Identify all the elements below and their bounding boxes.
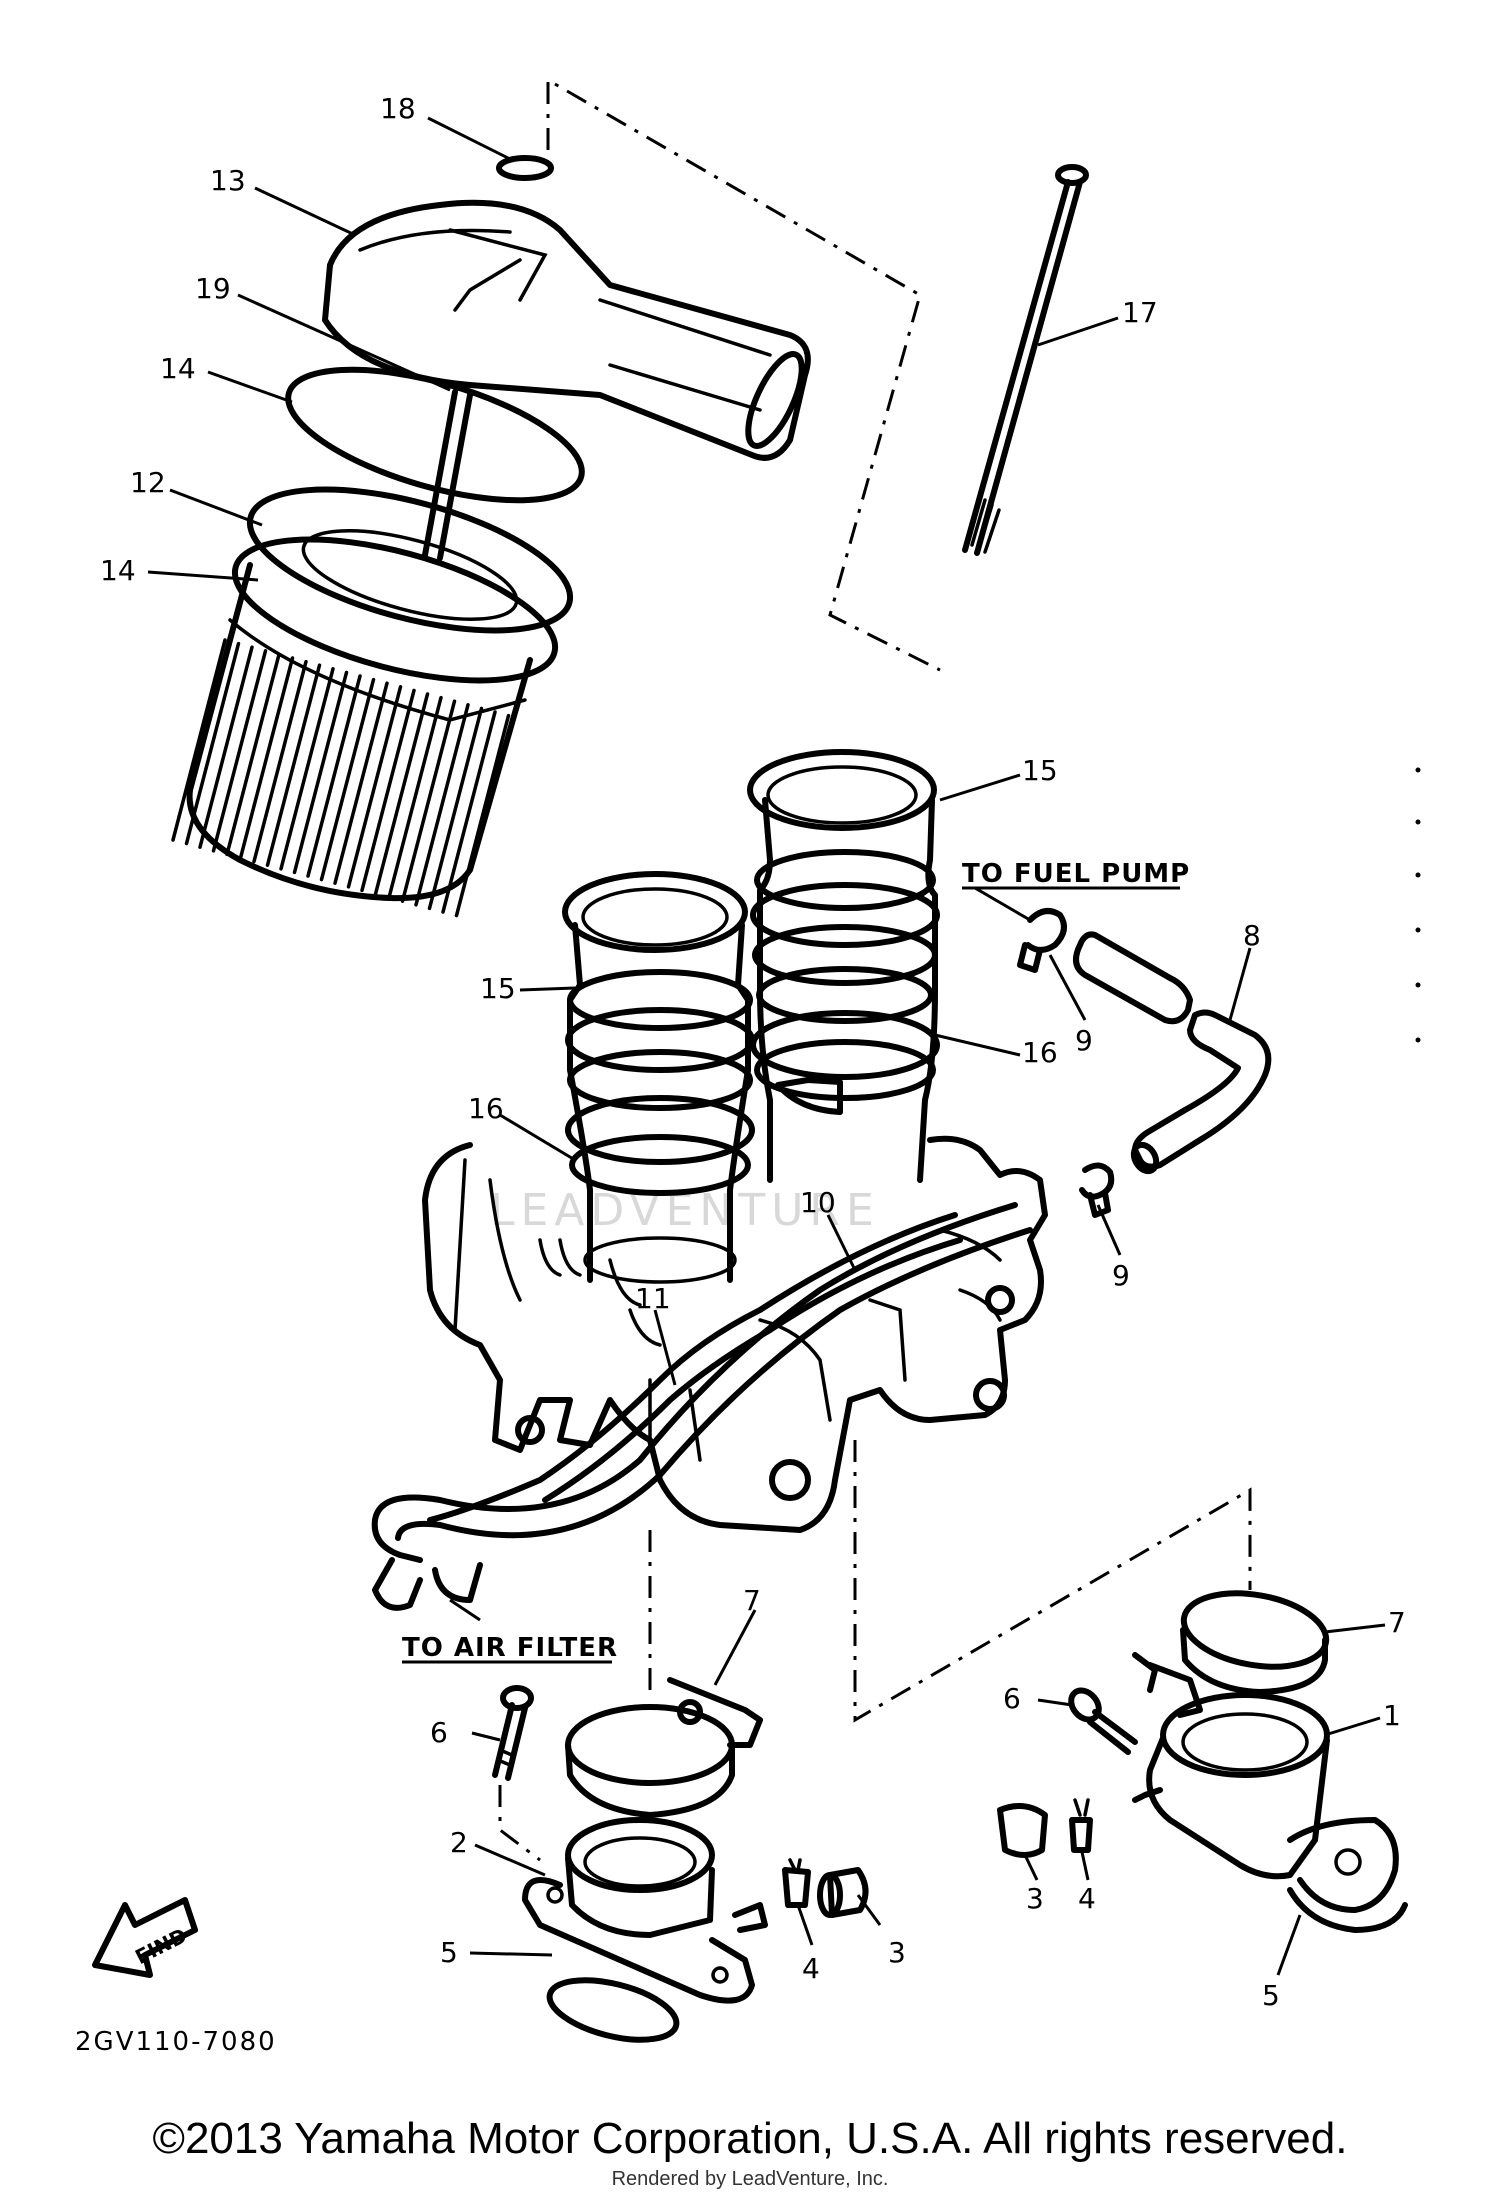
joint-clamp bbox=[565, 1677, 763, 1818]
note-leader bbox=[449, 1598, 481, 1622]
air-filter-element bbox=[171, 486, 574, 918]
callout-12: 12 bbox=[130, 466, 166, 499]
callout-16: 16 bbox=[468, 1092, 504, 1125]
callout-8: 8 bbox=[1243, 919, 1261, 952]
callout-7: 7 bbox=[1388, 1606, 1406, 1639]
filter-pleat bbox=[400, 699, 457, 903]
callout-7: 7 bbox=[743, 1584, 761, 1617]
filter-pleat bbox=[360, 688, 416, 893]
clip bbox=[782, 1858, 811, 1908]
filter-pleat bbox=[252, 659, 308, 864]
filter-pleat bbox=[346, 685, 403, 889]
filter-pleat bbox=[414, 703, 470, 907]
o-ring-part bbox=[546, 1977, 680, 2043]
edge-marks bbox=[1415, 767, 1421, 1043]
callout-4: 4 bbox=[802, 1952, 820, 1985]
callout-6: 6 bbox=[430, 1716, 448, 1749]
assembly-line bbox=[498, 1785, 541, 1862]
svg-text:FIND: FIND bbox=[131, 1923, 190, 1969]
screw bbox=[1068, 1687, 1138, 1755]
callout-labels: 18 13 19 14 12 14 17 15 15 16 16 8 9 9 1… bbox=[100, 92, 1406, 2012]
vent-hoses bbox=[371, 1202, 1033, 1611]
carburetor-joint bbox=[522, 1817, 768, 2004]
assembly-line bbox=[546, 77, 941, 672]
hose-clip bbox=[1017, 908, 1067, 973]
rendered-by-notice: Rendered by LeadVenture, Inc. bbox=[611, 2168, 889, 2190]
air-cleaner-case bbox=[322, 199, 811, 461]
cap bbox=[817, 1867, 869, 1918]
note-leader bbox=[974, 886, 1031, 922]
callout-9: 9 bbox=[1112, 1259, 1130, 1292]
find-arrow-icon: FIND bbox=[92, 1897, 198, 1978]
hose-clip bbox=[1079, 1162, 1115, 1218]
fuel-hose bbox=[1073, 931, 1272, 1175]
o-ring-part bbox=[285, 366, 585, 504]
air-funnel-rear bbox=[747, 749, 940, 1183]
carburetor-joint bbox=[1132, 1692, 1399, 1913]
callout-16: 16 bbox=[1022, 1036, 1058, 1069]
filter-pleat bbox=[184, 641, 241, 846]
screw bbox=[492, 1685, 534, 1781]
air-cleaner-bolt bbox=[422, 389, 473, 561]
callout-14: 14 bbox=[160, 352, 196, 385]
callout-5: 5 bbox=[440, 1936, 458, 1969]
callout-11: 11 bbox=[635, 1282, 671, 1315]
callout-15: 15 bbox=[1022, 754, 1058, 787]
washer-part bbox=[496, 155, 554, 181]
callout-15: 15 bbox=[480, 972, 516, 1005]
cap bbox=[997, 1803, 1048, 1858]
o-ring-part bbox=[1287, 1887, 1408, 1933]
callout-9: 9 bbox=[1075, 1024, 1093, 1057]
filter-pleat bbox=[171, 638, 227, 842]
stud-bolt bbox=[962, 164, 1089, 556]
copyright-notice: ©2013 Yamaha Motor Corporation, U.S.A. A… bbox=[152, 2114, 1348, 2163]
callout-17: 17 bbox=[1122, 296, 1158, 329]
callout-10: 10 bbox=[800, 1186, 836, 1219]
callout-3: 3 bbox=[888, 1936, 906, 1969]
filter-pleat bbox=[333, 681, 389, 885]
diagram-part-number: 2GV110-7080 bbox=[75, 2027, 277, 2057]
callout-19: 19 bbox=[195, 272, 231, 305]
filter-pleat bbox=[198, 645, 254, 849]
filter-pleat bbox=[306, 674, 362, 878]
callout-14: 14 bbox=[100, 554, 136, 587]
clip bbox=[1069, 1798, 1093, 1853]
filter-pleat bbox=[279, 667, 335, 871]
filter-pleat bbox=[441, 710, 497, 914]
note-to-fuel-pump: TO FUEL PUMP bbox=[962, 859, 1190, 889]
filter-pleat bbox=[454, 713, 511, 918]
carburetor-assembly bbox=[422, 1135, 1048, 1533]
callout-6: 6 bbox=[1003, 1682, 1021, 1715]
filter-pleat bbox=[238, 656, 295, 860]
callout-4: 4 bbox=[1078, 1882, 1096, 1915]
callout-5: 5 bbox=[1262, 1979, 1280, 2012]
callout-2: 2 bbox=[450, 1826, 468, 1859]
filter-pleat bbox=[373, 692, 430, 896]
filter-pleat bbox=[427, 706, 484, 911]
assembly-line bbox=[853, 1440, 1252, 1723]
callout-13: 13 bbox=[210, 164, 246, 197]
filter-pleat bbox=[265, 663, 322, 867]
callout-3: 3 bbox=[1026, 1882, 1044, 1915]
callout-1: 1 bbox=[1383, 1699, 1401, 1732]
filter-pleat bbox=[225, 652, 281, 857]
leader-lines bbox=[147, 116, 1386, 1976]
filter-pleat bbox=[319, 677, 376, 882]
joint-clamp bbox=[1132, 1590, 1330, 1718]
filter-pleat bbox=[211, 649, 268, 853]
callout-18: 18 bbox=[380, 92, 416, 125]
filter-pleat bbox=[292, 670, 349, 875]
filter-pleat bbox=[387, 695, 443, 900]
note-to-air-filter: TO AIR FILTER bbox=[402, 1633, 618, 1663]
air-funnel-front bbox=[562, 871, 755, 1284]
